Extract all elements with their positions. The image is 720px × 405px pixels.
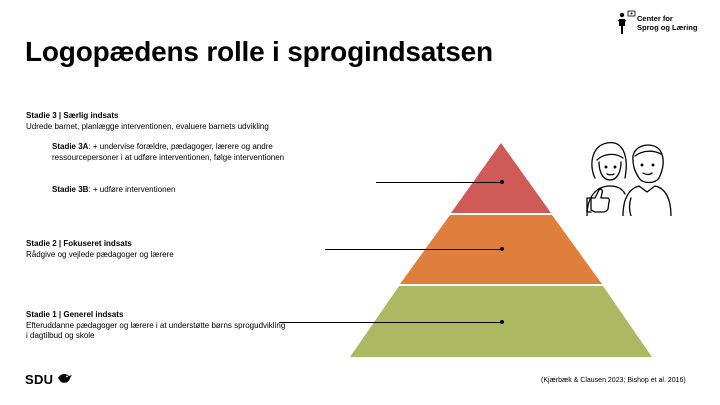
stage-2-block: Stadie 2 | Fokuseret indsats Rådgive og …	[26, 239, 326, 260]
connector-line-stage-3	[376, 182, 502, 183]
stage-1-heading: Stadie 1 | Generel indsats	[26, 310, 124, 319]
stage-3b-label: Stadie 3B	[52, 185, 89, 194]
stage-2-text: Rådgive og vejlede pædagoger og lærere	[26, 249, 174, 259]
stage-3b-text: : + udføre interventionen	[88, 185, 176, 194]
stage-1-text: Efteruddanne pædagoger og lærere i at un…	[26, 320, 286, 341]
center-name-line1: Center for	[637, 14, 673, 23]
citation-text: (Kjærbæk & Clausen 2023; Bishop et al. 2…	[541, 377, 686, 384]
stage-3-text: Udrede barnet, planlægge interventionen,…	[26, 121, 269, 131]
stage-2-heading: Stadie 2 | Fokuseret indsats	[26, 239, 132, 248]
connector-line-stage-1	[279, 322, 502, 323]
connector-dot-stage-3	[500, 180, 504, 184]
center-name-line2: Sprog og Læring	[637, 22, 698, 32]
connector-dot-stage-2	[500, 247, 504, 251]
stage-3a-block: Stadie 3A: + undervise forældre, pædagog…	[52, 142, 312, 163]
pyramid-tier-stage-3	[451, 143, 551, 213]
center-logo-icon	[617, 10, 636, 34]
stage-1-block: Stadie 1 | Generel indsats Efteruddanne …	[26, 310, 286, 342]
stage-3-block: Stadie 3 | Særlig indsats Udrede barnet,…	[26, 111, 326, 132]
stage-3a-label: Stadie 3A	[52, 142, 89, 151]
stage-3a-text: : + undervise forældre, pædagoger, lærer…	[52, 142, 285, 162]
slide-title: Logopædens rolle i sprogindsatsen	[25, 36, 493, 67]
sdu-logo-text: SDU	[25, 372, 54, 387]
people-thumbs-up-icon	[586, 142, 672, 216]
sdu-bird-icon	[58, 373, 72, 383]
stage-3-heading: Stadie 3 | Særlig indsats	[26, 111, 119, 120]
stage-3b-block: Stadie 3B: + udføre interventionen	[52, 185, 312, 196]
connector-dot-stage-1	[500, 320, 504, 324]
center-logo: Center for Sprog og Læring	[617, 10, 709, 36]
connector-line-stage-2	[325, 249, 502, 250]
